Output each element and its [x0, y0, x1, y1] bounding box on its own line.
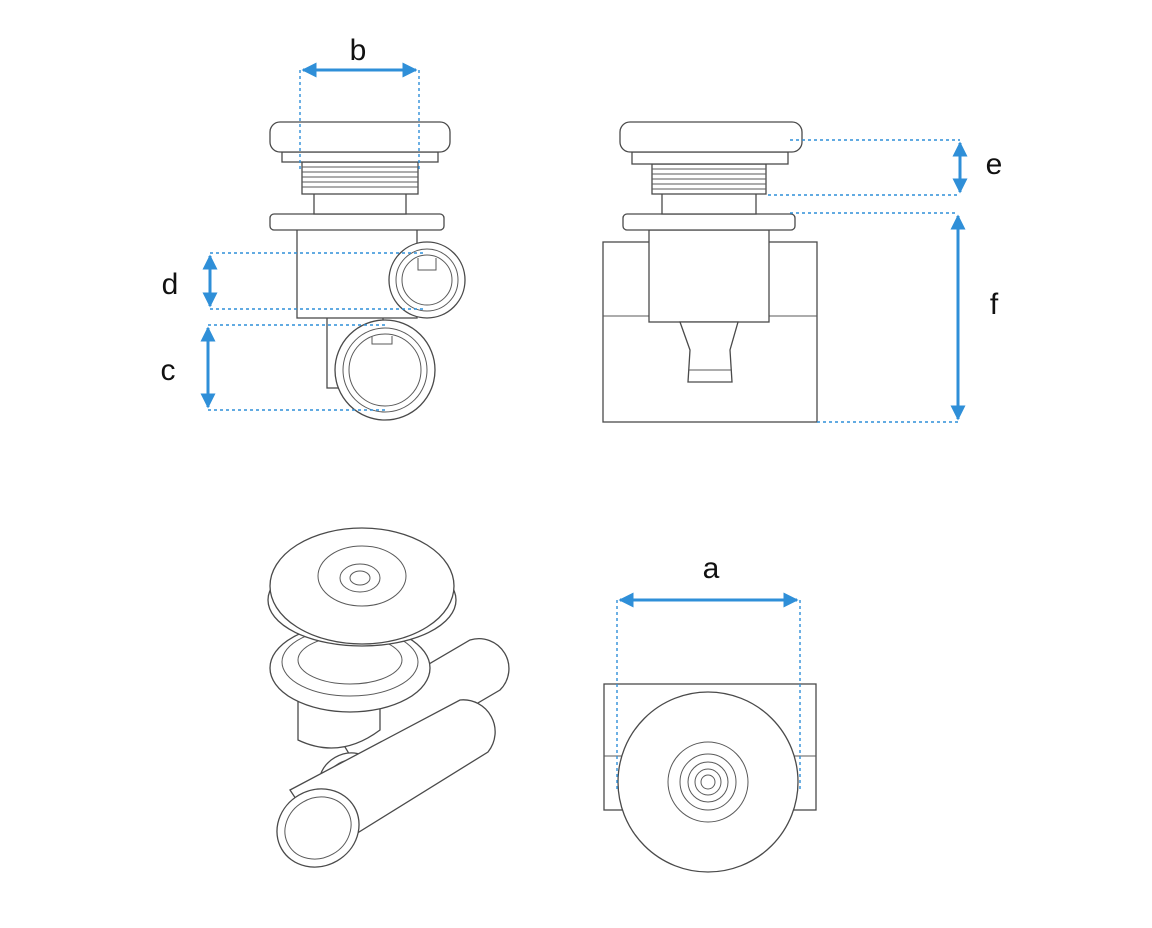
front-view-body [648, 229, 770, 323]
top-view: a [603, 552, 817, 873]
side-view-flange [269, 213, 445, 231]
dimension-c: c [161, 324, 388, 411]
dimension-e: e [768, 139, 1003, 196]
front-view-thread-lines [652, 168, 766, 190]
front-view: e f [602, 121, 1003, 423]
isometric-back-pipe [329, 637, 510, 773]
side-view-cap [269, 121, 451, 153]
dimension-c-label: c [161, 354, 176, 387]
top-view-cap [617, 691, 799, 873]
isometric-front-pipe-end [276, 788, 360, 868]
side-view-lower-pipe-outer [334, 319, 436, 421]
front-view-washer [631, 151, 789, 165]
side-view-nut [313, 191, 407, 215]
isometric-view [267, 527, 510, 868]
side-view-thread-lines [302, 166, 418, 188]
dimension-d: d [162, 252, 425, 310]
dimension-b: b [299, 34, 420, 172]
dimension-e-label: e [986, 148, 1003, 181]
dimension-f-label: f [990, 288, 999, 321]
front-view-cap [619, 121, 803, 153]
dimension-a-label: a [703, 552, 720, 585]
front-view-flange [622, 213, 796, 231]
front-view-nut [661, 191, 757, 215]
side-view-washer [281, 151, 439, 163]
side-view: b d c [161, 34, 466, 421]
front-view-nozzle [679, 321, 739, 383]
side-view-upper-pipe-outer [388, 241, 466, 319]
isometric-cap [269, 527, 455, 645]
dimension-f: f [790, 212, 999, 423]
dimension-b-label: b [350, 34, 367, 67]
dimension-d-label: d [162, 268, 179, 301]
dimension-a: a [616, 552, 801, 790]
